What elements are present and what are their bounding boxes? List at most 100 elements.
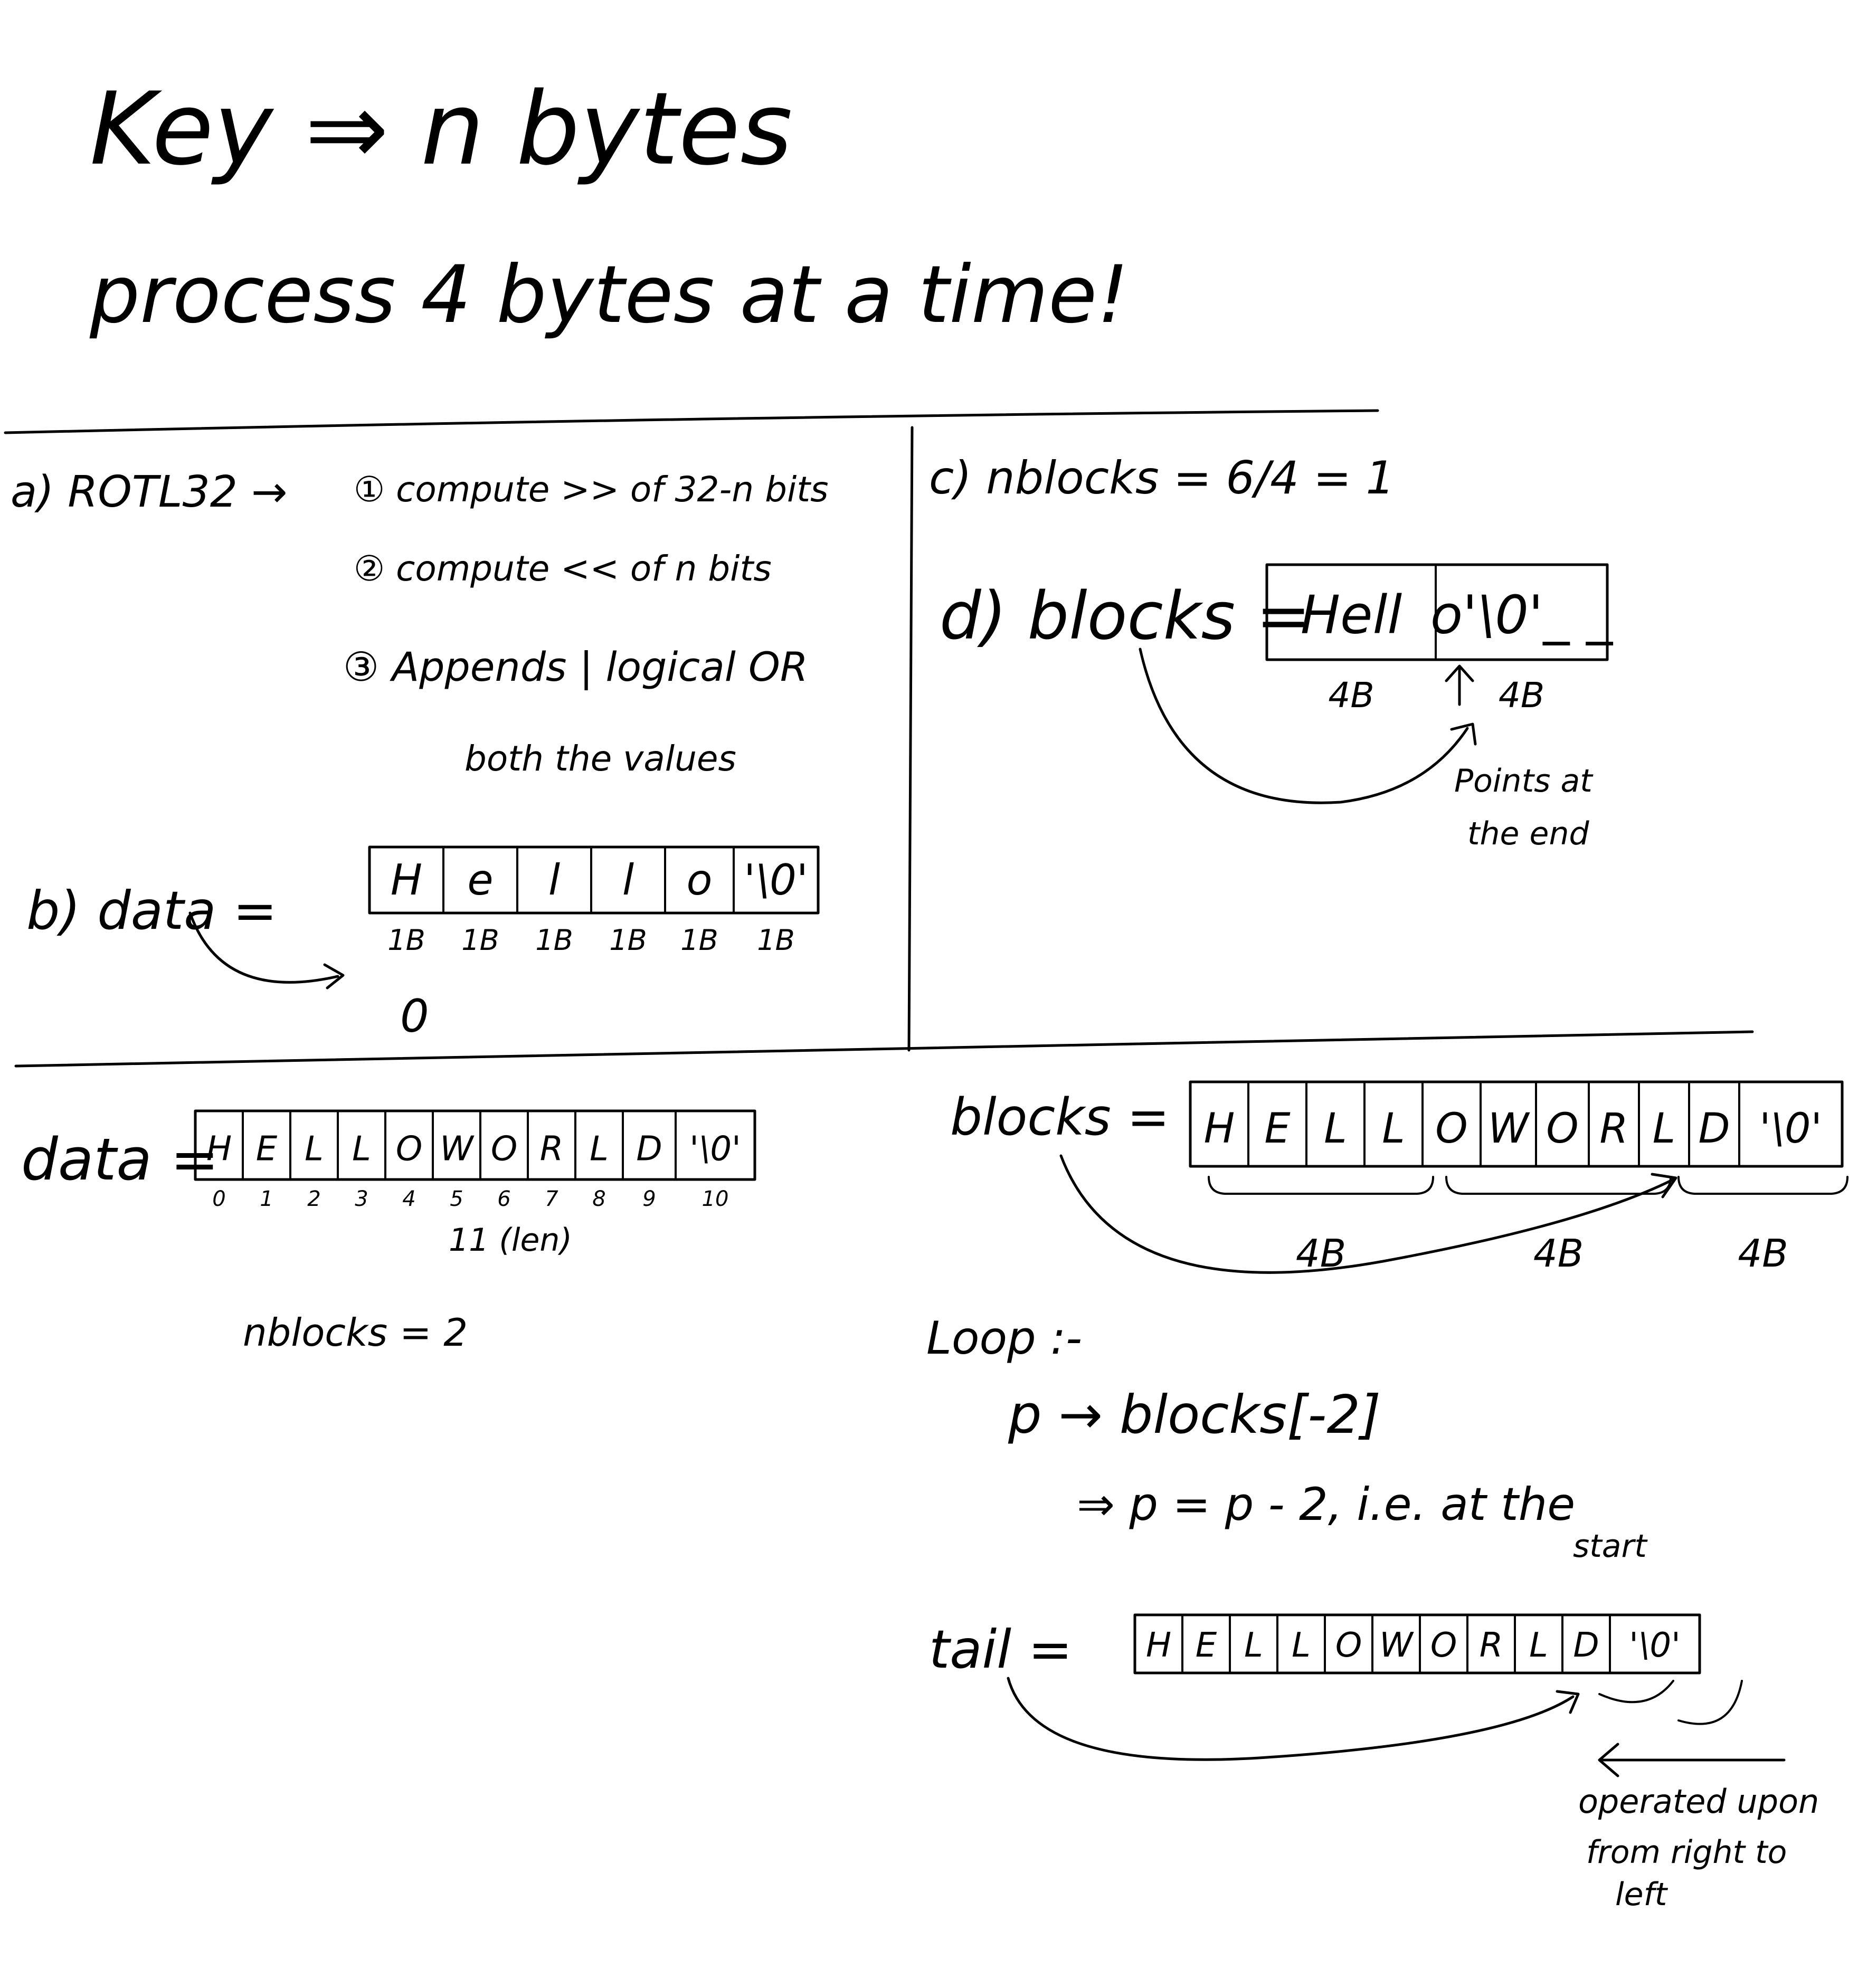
- cell-annotation: 4B: [1499, 675, 1544, 716]
- section-c: c) nblocks = 6/4 = 1: [929, 452, 1395, 505]
- array-cell: O: [396, 1130, 422, 1169]
- cell-annotation: 1B: [757, 924, 794, 957]
- array-cell: E: [1264, 1105, 1291, 1153]
- array-cell: O: [1430, 1626, 1457, 1665]
- divider-middle: [14, 1030, 1754, 1068]
- array-cell: L: [1292, 1626, 1311, 1665]
- data-pointer-index: 0: [400, 990, 429, 1043]
- array-cell: W: [440, 1130, 475, 1169]
- array-cell: '\0': [689, 1130, 741, 1169]
- divider-vertical: [907, 426, 914, 1052]
- cell-annotation: 1B: [680, 924, 718, 957]
- array-cell: L: [1529, 1626, 1548, 1665]
- array-cell: E: [1196, 1626, 1217, 1665]
- tail-pointer-arrowhead: [1556, 1690, 1580, 1714]
- array-cell: L: [1382, 1105, 1405, 1153]
- tail-note-3: left: [1615, 1876, 1669, 1913]
- tail-pointer-arrow: [1007, 1677, 1575, 1761]
- array-cell: D: [1573, 1626, 1599, 1665]
- section-dividers: [4, 409, 1754, 1068]
- array-cell: L: [1324, 1105, 1347, 1153]
- array-cell: H: [206, 1130, 232, 1169]
- array-cell: E: [256, 1130, 278, 1169]
- blocks-pointer-arrow: [1139, 648, 1469, 804]
- array-cell: D: [1698, 1105, 1730, 1153]
- blocks-note-2: the end: [1467, 815, 1589, 852]
- cell-annotation: 10: [702, 1187, 729, 1211]
- array-cell: '\0': [1759, 1105, 1822, 1153]
- block-size: 4B: [1533, 1231, 1584, 1276]
- cell-annotation: 0: [212, 1187, 225, 1211]
- data-label-2: data =: [21, 1126, 219, 1193]
- blocks-label: d) blocks =: [940, 578, 1311, 654]
- blocks-label-2: blocks =: [950, 1088, 1170, 1147]
- array-frame: [1133, 1613, 1701, 1675]
- cell-annotation: 1B: [609, 924, 647, 957]
- cell-annotation: 1B: [535, 924, 573, 957]
- cell-annotation: 8: [592, 1187, 605, 1211]
- array-cell: o: [687, 855, 713, 905]
- array-cell: l: [622, 855, 634, 905]
- nblocks-value: nblocks = 2: [243, 1310, 468, 1355]
- rotl-label: a) ROTL32 →: [11, 467, 288, 517]
- rotl-step-1: ① compute >> of 32-n bits: [354, 469, 829, 510]
- array-cell: R: [1480, 1626, 1503, 1665]
- array-cell: O: [1335, 1626, 1362, 1665]
- array-cell: O: [1546, 1105, 1578, 1153]
- array-cell: e: [467, 855, 493, 905]
- nblocks-formula: c) nblocks = 6/4 = 1: [929, 452, 1395, 505]
- cell-annotation: 7: [545, 1187, 558, 1211]
- tail-note-1: operated upon: [1578, 1782, 1819, 1821]
- data-pointer-arrow: [188, 911, 339, 984]
- block-size: 4B: [1738, 1231, 1788, 1276]
- array-cell: '\0': [1629, 1626, 1680, 1665]
- cell-annotation: 1B: [461, 924, 499, 957]
- array-frame: [1265, 563, 1609, 661]
- cell-annotation: 4: [402, 1187, 415, 1211]
- rotl-step-3: ③ Appends | logical OR: [343, 643, 808, 691]
- array-cell: l: [548, 855, 560, 905]
- array-cell: W: [1379, 1626, 1414, 1665]
- blocks-note-1: Points at: [1454, 763, 1594, 800]
- cell-annotation: 6: [497, 1187, 510, 1211]
- array-cell: L: [590, 1130, 609, 1169]
- tail-hop-arrow-1: [1598, 1680, 1674, 1704]
- cell-annotation: 3: [355, 1187, 368, 1211]
- data-length-note: 11 (len): [449, 1222, 572, 1259]
- direction-arrow: [1598, 1743, 1786, 1777]
- cell-annotation: 9: [642, 1187, 656, 1211]
- block-brace: [1445, 1176, 1672, 1195]
- data-label: b) data =: [26, 880, 277, 941]
- array-cell: R: [1599, 1105, 1628, 1153]
- array-cell: W: [1488, 1105, 1530, 1153]
- block-brace: [1208, 1176, 1434, 1195]
- array-cell: L: [305, 1130, 324, 1169]
- cell-annotation: 2: [307, 1187, 320, 1211]
- header-line-1: Key ⇒ n bytes: [90, 71, 792, 187]
- array-cell: L: [1653, 1105, 1675, 1153]
- array-frame: [194, 1109, 756, 1181]
- array-cell: H: [1204, 1105, 1235, 1153]
- header: Key ⇒ n bytes process 4 bytes at a time!: [89, 71, 1129, 341]
- array-frame: [1189, 1080, 1844, 1168]
- array-cell: H: [1146, 1626, 1171, 1665]
- cell-annotation: 5: [450, 1187, 463, 1211]
- loop-line-1: p → blocks[-2]: [1008, 1384, 1381, 1445]
- blocks-tail-arrow: [1059, 1154, 1675, 1274]
- header-line-2: process 4 bytes at a time!: [89, 249, 1129, 341]
- cell-annotation: 1B: [387, 924, 425, 957]
- block-brace: [1677, 1176, 1848, 1195]
- tail-note-2: from right to: [1586, 1834, 1787, 1871]
- rotl-step-2: ② compute << of n bits: [354, 548, 772, 589]
- array-cell: R: [540, 1130, 563, 1169]
